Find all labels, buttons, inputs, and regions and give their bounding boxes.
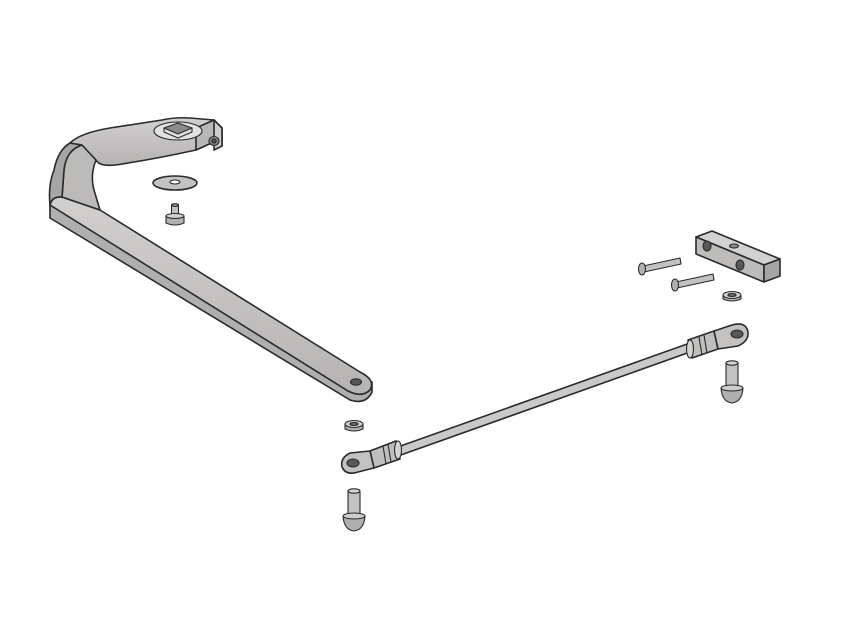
main-arm (48, 116, 373, 403)
mounting-block (695, 230, 781, 283)
washer-right (722, 290, 742, 302)
screw-lower (670, 273, 715, 292)
large-washer (152, 175, 198, 191)
pin-left (342, 488, 366, 532)
pin-right (720, 360, 744, 404)
screw-upper (637, 257, 682, 276)
connecting-rod (340, 323, 749, 474)
washer-left (344, 419, 364, 432)
small-screw (165, 203, 185, 226)
